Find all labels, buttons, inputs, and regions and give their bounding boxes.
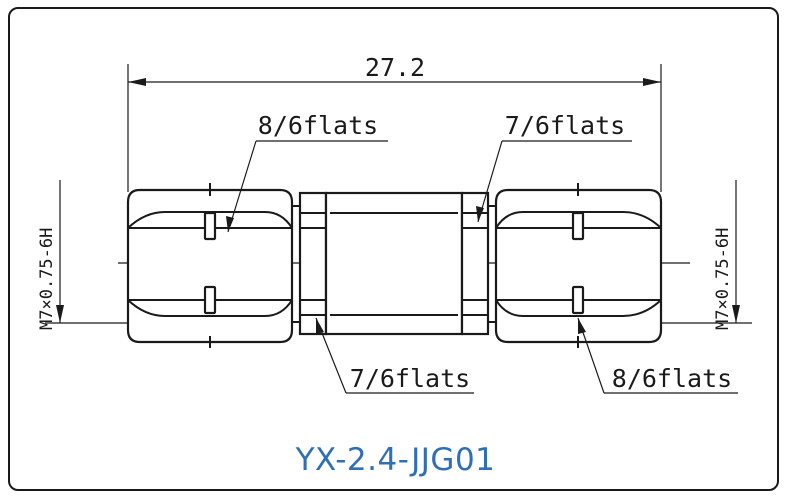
- left-hex-nut: [126, 183, 294, 348]
- overall-length-label: 27.2: [365, 53, 425, 82]
- right-hex-nut: [494, 183, 663, 348]
- left-nut-flats-label: 8/6flats: [258, 111, 378, 140]
- right-collar-flats-leader: [476, 140, 632, 223]
- left-nut-flats-leader: [226, 140, 388, 233]
- right-nut-flats-leader: [577, 317, 738, 394]
- right-thread-label: M7×0.75-6H: [713, 228, 733, 330]
- part-number-caption: YX-2.4-JJG01: [295, 442, 496, 478]
- left-collar-flats-label: 7/6flats: [350, 364, 470, 393]
- right-thread-dimension: [661, 180, 752, 324]
- right-collar: [460, 191, 496, 336]
- overall-length-dimension: [127, 64, 662, 192]
- left-thread-dimension: [45, 180, 128, 324]
- left-collar-flats-leader: [315, 317, 474, 394]
- right-collar-flats-label: 7/6flats: [505, 111, 625, 140]
- left-thread-label: M7×0.75-6H: [37, 228, 57, 330]
- center-barrel: [324, 191, 464, 336]
- right-nut-flats-label: 8/6flats: [612, 364, 732, 393]
- left-collar: [292, 191, 328, 336]
